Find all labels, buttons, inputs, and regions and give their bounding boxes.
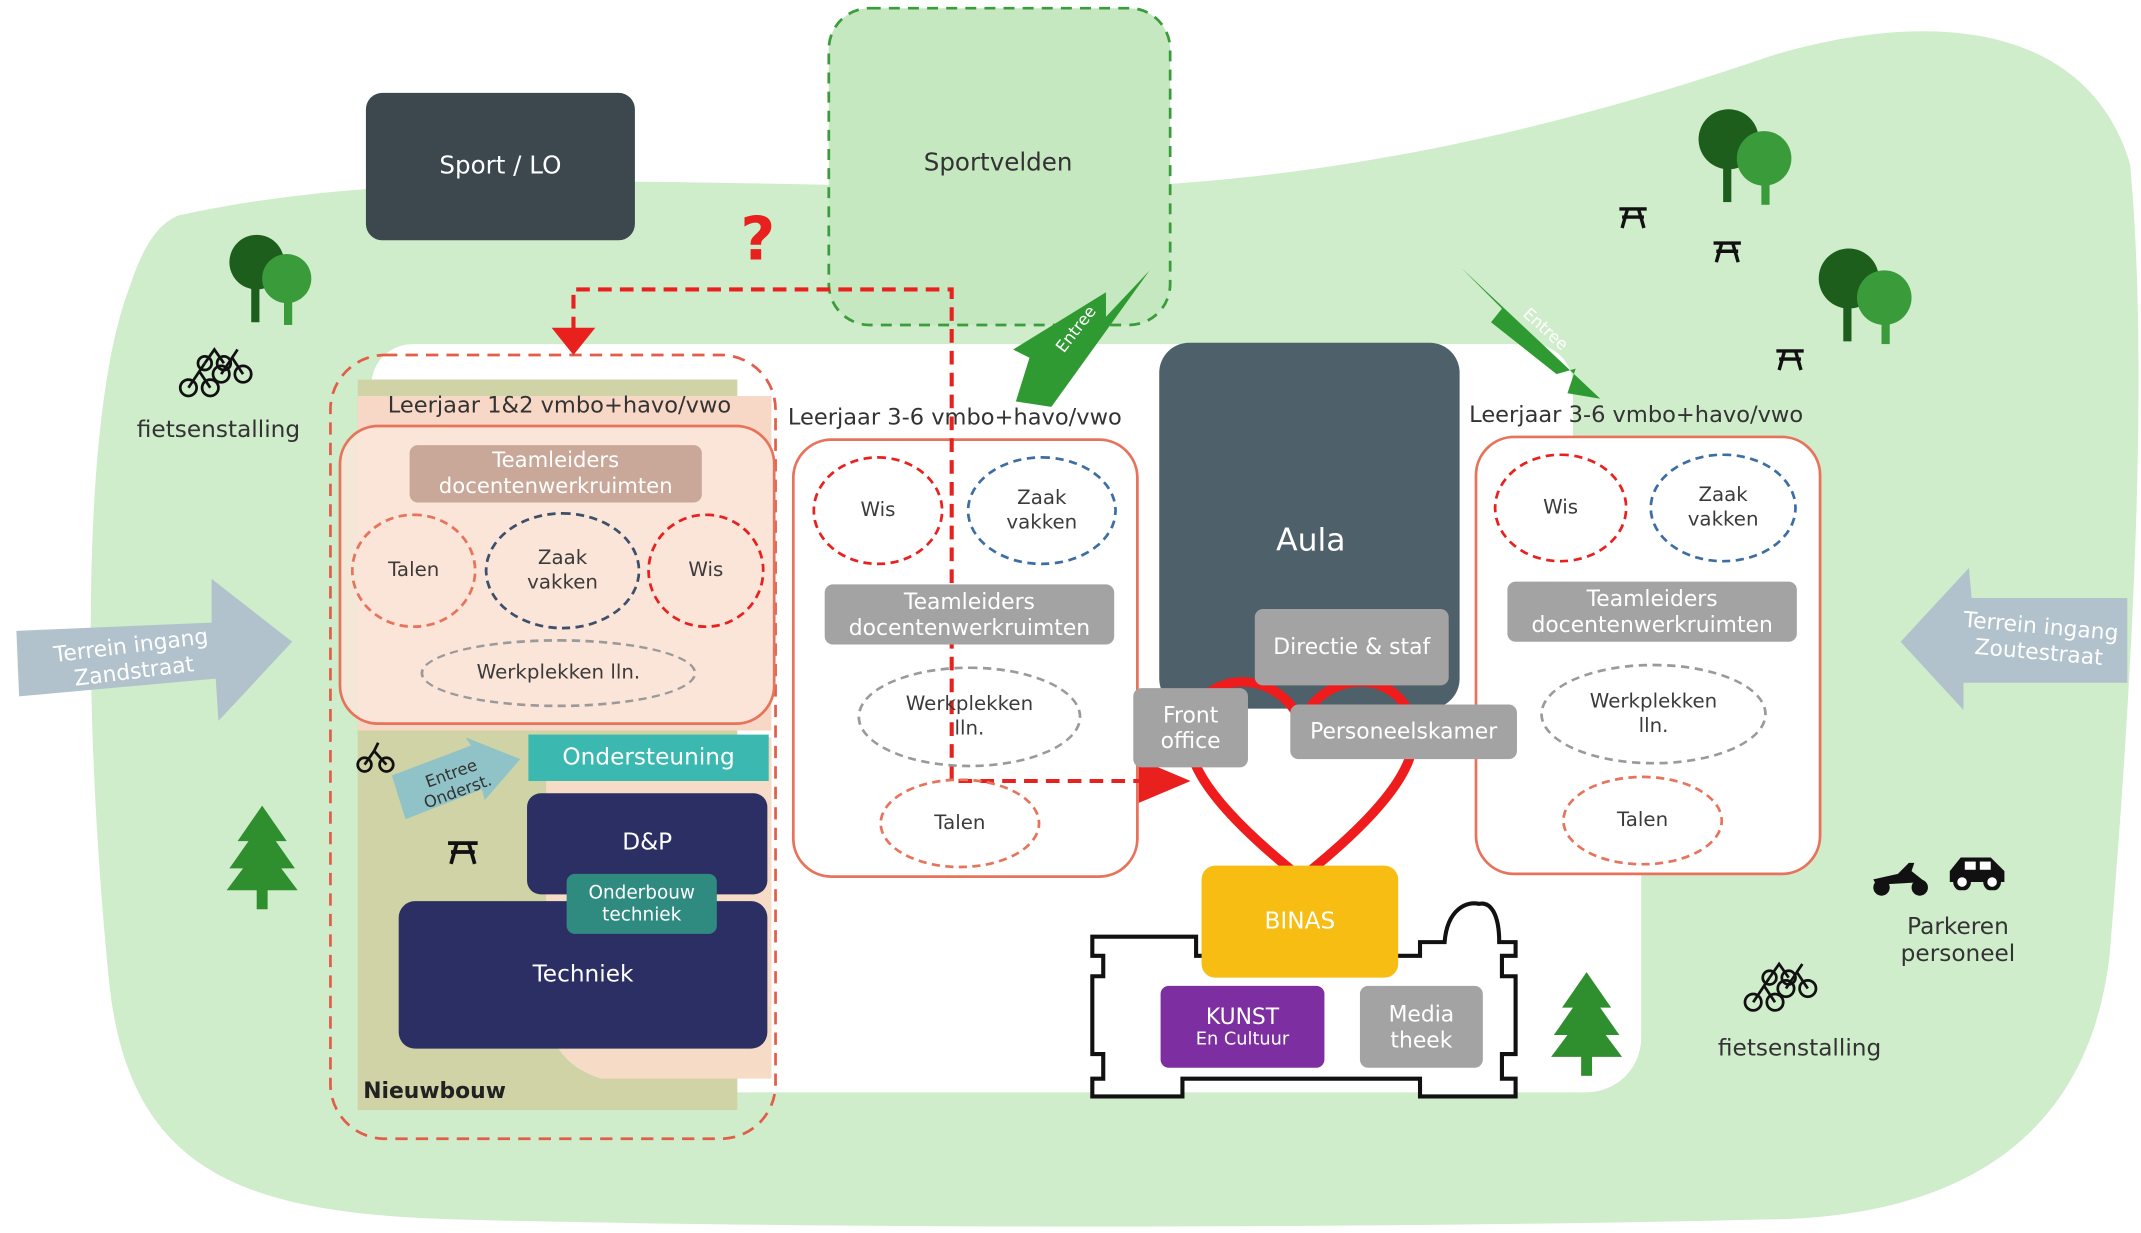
right-zaakvakken: Zaak vakken [1649,453,1797,563]
route-arrow-down [551,327,596,356]
right-block-title: Leerjaar 3-6 vmbo+havo/vwo [1469,401,1804,428]
right-teamleiders-label: Teamleiders docentenwerkruimten [1531,585,1773,638]
middle-werkplekken: Werkplekken lln. [857,666,1082,768]
tree-icon [1818,248,1912,345]
middle-wis-label: Wis [860,499,896,522]
middle-werkplekken-label: Werkplekken lln. [905,693,1034,741]
middle-zaakvakken: Zaak vakken [966,456,1117,566]
tree-icon [1698,109,1792,205]
left-dashed-outline [329,353,777,1141]
mediatheek-block: Media theek [1359,985,1483,1068]
left-werkplekken-label: Werkplekken lln. [476,662,641,684]
terrain-arrow-left [16,578,293,721]
bicycle-icon [356,742,395,773]
car-icon [1949,857,2005,891]
entree-arrow-mid [1013,270,1150,407]
picnic-table-icon [1619,207,1647,229]
sport-lo-label: Sport / LO [439,151,562,181]
right-talen-label: Talen [1616,809,1669,832]
right-wis-label: Wis [1543,496,1579,519]
pine-tree-icon [226,805,298,910]
directie-label: Directie & staf [1273,634,1431,661]
bicycle-group-icon [178,347,253,398]
dp-label: D&P [622,828,673,857]
fietsenstalling-left-label: fietsenstalling [136,416,301,444]
binas-label: BINAS [1264,907,1336,936]
sportvelden-area [827,6,1172,327]
right-wis: Wis [1493,453,1628,563]
route-arrow-right [1138,759,1191,803]
left-teamleiders: Teamleiders docentenwerkruimten [409,445,702,503]
left-block-title: Leerjaar 1&2 vmbo+havo/vwo [387,391,732,418]
mediatheek-label: Media theek [1388,1000,1455,1053]
middle-talen-label: Talen [934,812,986,835]
right-teamleiders: Teamleiders docentenwerkruimten [1507,581,1797,642]
picnic-table-icon [1776,349,1804,371]
front-office-label: Front office [1160,701,1221,754]
right-talen: Talen [1562,775,1724,866]
left-talen-label: Talen [388,559,440,582]
sportvelden-label: Sportvelden [923,149,1073,178]
personeelskamer-label: Personeelskamer [1310,718,1498,745]
ondersteuning-label: Ondersteuning [562,743,735,772]
middle-talen: Talen [879,778,1041,869]
terrain-arrow-right [1900,568,2128,711]
right-zaakvakken-label: Zaak vakken [1687,484,1759,532]
front-office-block: Front office [1133,688,1248,768]
right-werkplekken-label: Werkplekken lln. [1589,690,1718,738]
nieuwbouw-label: Nieuwbouw [363,1077,506,1104]
left-talen: Talen [350,513,477,629]
middle-zaakvakken-label: Zaak vakken [1006,487,1078,534]
route-line [571,287,1145,784]
middle-wis: Wis [812,456,944,566]
kunst-label: KUNST [1205,1003,1280,1029]
question-mark: ? [740,204,776,274]
techniek-label: Techniek [532,960,634,989]
personeelskamer-block: Personeelskamer [1290,704,1517,760]
left-wis: Wis [647,513,765,629]
parkeren-personeel-label: Parkeren personeel [1900,912,2016,969]
onderbouw-techniek-label: Onderbouw techniek [588,881,696,926]
scooter-icon [1873,862,1928,896]
middle-block-title: Leerjaar 3-6 vmbo+havo/vwo [787,404,1122,431]
directie-block: Directie & staf [1254,608,1449,686]
entree-onderst-arrow-shape [391,737,521,820]
onderbouw-techniek-block: Onderbouw techniek [566,873,717,934]
entree-onderst-arrow: Entree Onderst. [386,737,523,827]
kunst-sub-label: En Cultuur [1195,1029,1290,1050]
left-zaakvakken-label: Zaak vakken [527,547,598,594]
middle-teamleiders: Teamleiders docentenwerkruimten [824,584,1115,645]
picnic-table-icon [1713,241,1741,263]
left-wis-label: Wis [688,559,724,582]
ondersteuning-block: Ondersteuning [528,734,769,782]
middle-teamleiders-label: Teamleiders docentenwerkruimten [848,588,1091,641]
right-werkplekken: Werkplekken lln. [1540,663,1767,765]
left-zaakvakken: Zaak vakken [484,512,641,630]
left-teamleiders-label: Teamleiders docentenwerkruimten [438,448,673,499]
picnic-table-icon [448,841,478,865]
left-werkplekken: Werkplekken lln. [420,639,697,708]
bicycle-group-icon [1743,961,1818,1012]
binas-block: BINAS [1201,865,1399,978]
entree-arrow-right [1460,267,1601,399]
tree-icon [229,234,312,325]
sport-lo-building: Sport / LO [365,92,635,241]
fietsenstalling-right-label: fietsenstalling [1717,1034,1882,1063]
aula-label: Aula [1276,523,1346,559]
pine-tree-icon [1551,972,1623,1076]
kunst-block: KUNST En Cultuur [1160,985,1325,1068]
